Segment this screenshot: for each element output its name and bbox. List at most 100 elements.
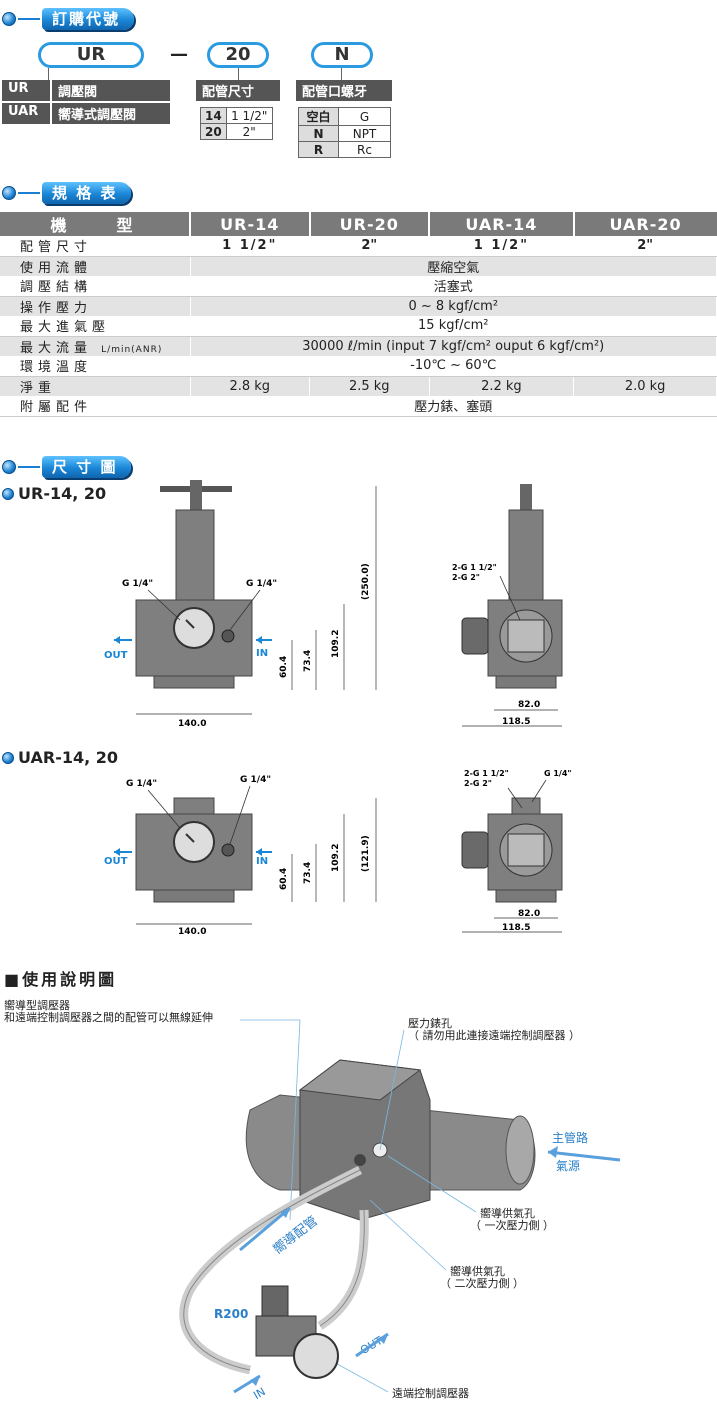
- spec-cell-merged: 0 ~ 8 kgf/cm²: [190, 296, 717, 316]
- uar-d820-label: 82.0: [518, 909, 540, 919]
- spec-cell: 1 1/2": [190, 236, 311, 257]
- spec-row-label: 調壓結構: [0, 276, 191, 297]
- size-code-cell: 14: [200, 107, 227, 124]
- uar-side-g1-label: 2-G 1 1/2": [464, 769, 509, 778]
- model-list-name: 調壓閥: [52, 80, 170, 101]
- spec-header: UAR-14: [429, 212, 575, 236]
- spec-cell: 2.2 kg: [429, 376, 575, 396]
- ur-d250-label: (250.0): [361, 563, 371, 600]
- note-top-2: 和遠端控制調壓器之間的配管可以無線延伸: [4, 1011, 213, 1024]
- main-line-label: 主管路: [552, 1131, 589, 1145]
- thread-value-cell: Rc: [338, 141, 391, 158]
- dimension-section-title: 尺 寸 圖: [42, 456, 132, 478]
- main-flow-arrow-icon: [547, 1150, 621, 1162]
- uar-out-label: OUT: [104, 856, 128, 867]
- spec-row-label: 最大流量 L/min(ANR): [0, 336, 191, 356]
- ur-side-view: [461, 484, 563, 689]
- gauge-icon: [293, 1333, 339, 1379]
- model-list-code: UAR: [2, 103, 50, 124]
- ur-d734-label: 73.4: [303, 650, 313, 672]
- uar-front-view: [135, 797, 253, 903]
- spec-section-header: 規 格 表: [2, 182, 132, 204]
- spec-header-model: 機 型: [0, 212, 191, 236]
- uar-side-g3-label: G 1/4": [544, 769, 572, 778]
- thread-table-header: 配管口螺牙: [296, 80, 392, 101]
- spec-row-label: 操作壓力: [0, 296, 191, 316]
- ur-front-view: [135, 480, 253, 689]
- model-list-name: 嚮導式調壓閥: [52, 103, 170, 124]
- remote-regulator-label: 遠端控制調壓器: [392, 1387, 469, 1400]
- ur-d604-label: 60.4: [279, 656, 289, 678]
- spec-row-label: 附屬配件: [0, 396, 191, 417]
- ur-d820-label: 82.0: [518, 700, 540, 710]
- model-code: UR: [38, 42, 144, 68]
- gauge-port-label-1: 壓力錶孔: [408, 1017, 452, 1030]
- ur-g-left-label: G 1/4": [122, 579, 153, 589]
- uar-d1092-label: 109.2: [331, 844, 341, 872]
- pilot-supply-2a-label: 嚮導供氣孔: [450, 1265, 505, 1278]
- spec-cell-merged: 活塞式: [190, 276, 717, 297]
- pilot-supply-1a-label: 嚮導供氣孔: [480, 1207, 535, 1220]
- thread-code-cell: 空白: [298, 107, 339, 126]
- spec-table: 機 型 UR-14 UR-20 UAR-14 UAR-20 配管尺寸 1 1/2…: [0, 212, 717, 417]
- bullet-icon: [2, 751, 14, 764]
- thread-value-cell: NPT: [338, 125, 391, 142]
- spec-cell: 2.5 kg: [309, 376, 430, 396]
- uar-side-g2-label: 2-G 2": [464, 779, 492, 788]
- model-list: UR 調壓閥 UAR 嚮導式調壓閥: [2, 80, 170, 124]
- uar-dimension-drawing: G 1/4" G 1/4" OUT IN (121.9) 109.2 73.4 …: [104, 769, 572, 937]
- ur-g-right-label: G 1/4": [246, 579, 277, 589]
- size-value-cell: 1 1/2": [225, 107, 273, 124]
- spec-header: UR-14: [190, 212, 311, 236]
- spec-row-label: 最大進氣壓: [0, 316, 191, 337]
- dimension-section-header: 尺 寸 圖: [2, 456, 132, 478]
- size-value-cell: 2": [225, 123, 273, 140]
- spec-cell: 2": [309, 236, 430, 257]
- ur-dimension-drawing: G 1/4" G 1/4" OUT IN (250.0) 109.2 73.4 …: [104, 480, 563, 729]
- spec-cell-merged: -10℃ ~ 60℃: [190, 356, 717, 377]
- spec-row-label: 使用流體: [0, 256, 191, 276]
- uar-in-label: IN: [256, 856, 268, 867]
- uar-model-title: UAR-14, 20: [2, 748, 118, 767]
- usage-section-title: ■使用說明圖: [4, 970, 118, 989]
- bullet-icon: [2, 186, 16, 200]
- spec-cell: 2.0 kg: [573, 376, 717, 396]
- thread-code-cell: N: [298, 125, 339, 142]
- thread-value-cell: G: [338, 107, 391, 126]
- spec-cell-merged: 壓力錶、塞頭: [190, 396, 717, 417]
- uar-g-left-label: G 1/4": [126, 779, 157, 789]
- usage-illustration: [179, 1019, 621, 1394]
- uar-model-title-text: UAR-14, 20: [18, 748, 119, 767]
- bullet-icon: [2, 487, 14, 500]
- spec-row-label: 環境溫度: [0, 356, 191, 377]
- note-top-1: 嚮導型調壓器: [4, 999, 70, 1012]
- ur-d140-label: 140.0: [178, 719, 206, 729]
- spec-row-label-text: 最大流量: [20, 340, 93, 356]
- gauge-port-label-2: （ 請勿用此連接遠端控制調壓器 ）: [408, 1029, 580, 1042]
- thread-code: N: [311, 42, 373, 68]
- ur-out-label: OUT: [104, 650, 128, 661]
- size-code-cell: 20: [200, 123, 227, 140]
- spec-header: UAR-20: [573, 212, 717, 236]
- ur-d1185-label: 118.5: [502, 717, 530, 727]
- uar-g-right-label: G 1/4": [240, 775, 271, 785]
- spec-section-title: 規 格 表: [42, 182, 132, 204]
- uar-d140-label: 140.0: [178, 927, 206, 937]
- spec-header: UR-20: [309, 212, 431, 236]
- uar-d1219-label: (121.9): [361, 835, 371, 872]
- uar-d604-label: 60.4: [279, 868, 289, 890]
- r200-label: R200: [214, 1307, 249, 1321]
- ur-in-label: IN: [256, 648, 268, 659]
- pilot-supply-1b-label: （ 一次壓力側 ）: [470, 1219, 554, 1232]
- bullet-icon: [2, 460, 16, 474]
- spec-cell: 2.8 kg: [190, 376, 311, 396]
- spec-cell-merged: 30000 ℓ/min (input 7 kgf/cm² ouput 6 kgf…: [190, 336, 717, 356]
- spec-cell: 2": [573, 236, 717, 257]
- size-code: 20: [207, 42, 269, 68]
- spec-cell-merged: 壓縮空氣: [190, 256, 717, 276]
- spec-row-label: 配管尺寸: [0, 236, 191, 257]
- ur-side-g2-label: 2-G 2": [452, 573, 480, 582]
- model-list-code: UR: [2, 80, 50, 101]
- ur-model-title-text: UR-14, 20: [18, 484, 107, 503]
